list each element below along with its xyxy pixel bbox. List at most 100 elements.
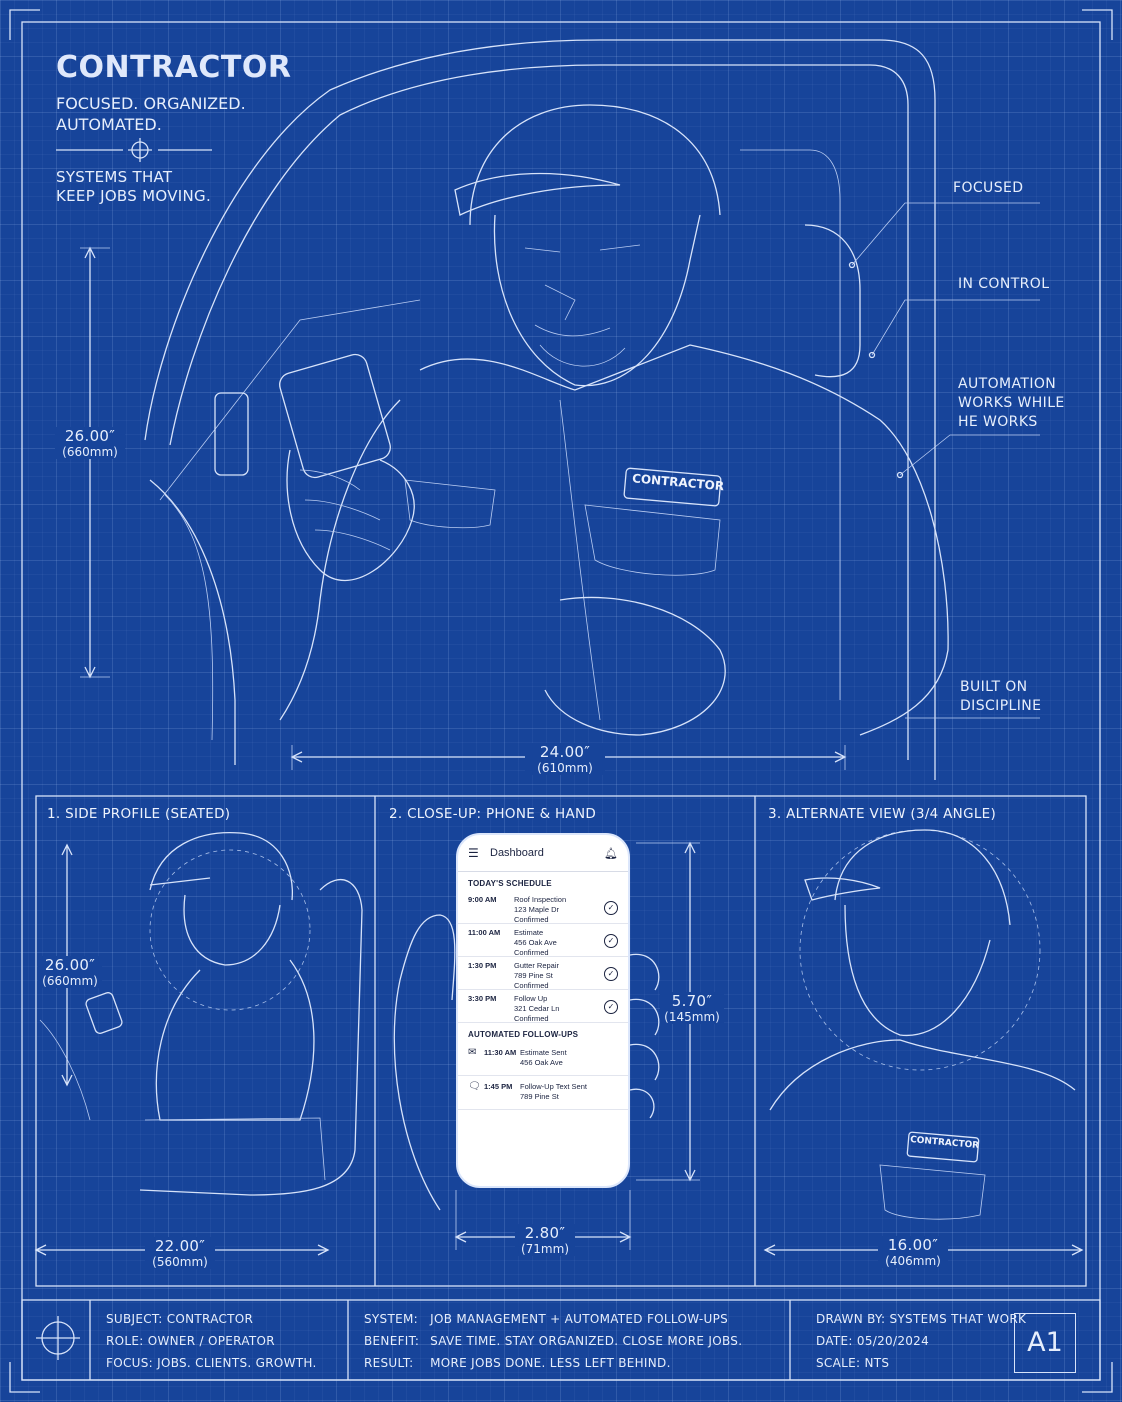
headrest — [804, 224, 861, 378]
check-icon: ✓ — [604, 934, 618, 948]
tagline-line-1: FOCUSED. ORGANIZED. — [56, 94, 246, 113]
date-label: DATE: — [816, 1334, 853, 1348]
callout-automation-3: HE WORKS — [958, 414, 1038, 430]
followup-item[interactable]: 🗨︎ 1:45 PM Follow-Up Text Sent 789 Pine … — [458, 1076, 628, 1110]
schedule-address: 321 Cedar Ln — [514, 1004, 560, 1013]
callout-discipline: BUILT ON DISCIPLINE — [960, 678, 1041, 716]
schedule-details: Follow Up 321 Cedar Ln Confirmed — [514, 994, 604, 1023]
page-title: CONTRACTOR — [56, 50, 292, 85]
schedule-job: Gutter Repair — [514, 961, 560, 970]
role-value: OWNER / OPERATOR — [147, 1334, 275, 1348]
callout-automation-1: AUTOMATION — [958, 376, 1057, 392]
phone-main — [279, 353, 391, 479]
followup-address: 789 Pine St — [520, 1092, 559, 1101]
schedule-item[interactable]: 3:30 PM Follow Up 321 Cedar Ln Confirmed… — [458, 990, 628, 1023]
followup-item[interactable]: ✉ 11:30 AM Estimate Sent 456 Oak Ave — [458, 1042, 628, 1076]
date-value: 05/20/2024 — [856, 1334, 930, 1348]
schedule-time: 9:00 AM — [468, 895, 497, 904]
drawn-label: DRAWN BY: — [816, 1312, 886, 1326]
followup-title: Estimate Sent — [520, 1048, 567, 1057]
benefit-value: SAVE TIME. STAY ORGANIZED. CLOSE MORE JO… — [430, 1334, 743, 1348]
side-body — [155, 959, 315, 1121]
schedule-details: Gutter Repair 789 Pine St Confirmed — [514, 961, 604, 990]
width-dimension: 24.00″ (610mm) — [525, 743, 605, 775]
system-value: JOB MANAGEMENT + AUTOMATED FOLLOW-UPS — [430, 1312, 729, 1326]
panel-2-width-value: 2.80″ — [524, 1224, 566, 1242]
role-label: ROLE: — [106, 1334, 144, 1348]
menu-icon[interactable]: ☰ — [468, 846, 479, 860]
schedule-status: Confirmed — [514, 948, 549, 957]
side-seat — [139, 878, 363, 1196]
steering-wheel — [149, 479, 236, 765]
schedule-time: 1:30 PM — [468, 961, 497, 970]
leader-automation — [899, 434, 1040, 476]
followup-time: 11:30 AM — [484, 1048, 517, 1057]
system-label: SYSTEM: — [364, 1312, 418, 1326]
schedule-status: Confirmed — [514, 981, 549, 990]
result-label: RESULT: — [364, 1356, 414, 1370]
chest-badge — [623, 467, 722, 507]
side-mirror — [214, 392, 249, 476]
footer-subject-block: SUBJECT: CONTRACTOR ROLE: OWNER / OPERAT… — [106, 1308, 317, 1374]
panel-3-title: 3. ALTERNATE VIEW (3/4 ANGLE) — [768, 806, 997, 822]
panel-2-width-mm: (71mm) — [520, 1242, 569, 1256]
tagline-line-2: AUTOMATED. — [56, 115, 162, 134]
cap-crown — [469, 104, 721, 226]
views-frame — [35, 795, 1087, 1287]
side-phone — [85, 992, 123, 1034]
result-value: MORE JOBS DONE. LESS LEFT BEHIND. — [430, 1356, 671, 1370]
schedule-item[interactable]: 11:00 AM Estimate 456 Oak Ave Confirmed … — [458, 924, 628, 957]
tagline: FOCUSED. ORGANIZED. AUTOMATED. — [56, 93, 276, 135]
panel-1-width-value: 22.00″ — [154, 1237, 206, 1255]
schedule-title: TODAY'S SCHEDULE — [468, 879, 552, 888]
subline: SYSTEMS THAT KEEP JOBS MOVING. — [56, 168, 276, 206]
check-icon: ✓ — [604, 967, 618, 981]
callout-automation-2: WORKS WHILE — [958, 395, 1065, 411]
schedule-item[interactable]: 1:30 PM Gutter Repair 789 Pine St Confir… — [458, 957, 628, 990]
footer-drawn-block: DRAWN BY: SYSTEMS THAT WORK DATE: 05/20/… — [816, 1308, 1026, 1374]
check-icon: ✓ — [604, 1000, 618, 1014]
phone-screen: ☰ Dashboard 🔔︎ TODAY'S SCHEDULE 9:00 AM … — [456, 833, 630, 1188]
bell-icon[interactable]: 🔔︎ — [604, 847, 618, 860]
panel-2-height-mm: (145mm) — [664, 1010, 720, 1024]
phone-header: ☰ Dashboard 🔔︎ — [458, 835, 628, 872]
schedule-address: 789 Pine St — [514, 971, 553, 980]
panel-3-width-value: 16.00″ — [887, 1236, 939, 1254]
panel-1-title: 1. SIDE PROFILE (SEATED) — [47, 806, 231, 822]
schedule-status: Confirmed — [514, 1014, 549, 1023]
benefit-label: BENEFIT: — [364, 1334, 420, 1348]
corner-marks — [9, 9, 1113, 1393]
schedule-job: Roof Inspection — [514, 895, 567, 904]
panel-2-height-dimension: 5.70″ (145mm) — [660, 992, 724, 1024]
scale-label: SCALE: — [816, 1356, 861, 1370]
focus-label: FOCUS: — [106, 1356, 153, 1370]
followup-title: Follow-Up Text Sent — [520, 1082, 587, 1091]
callout-automation: AUTOMATION WORKS WHILE HE WORKS — [958, 375, 1065, 432]
panel-3-width-dimension: 16.00″ (406mm) — [878, 1236, 948, 1268]
title-block — [21, 1299, 1101, 1381]
schedule-item[interactable]: 9:00 AM Roof Inspection 123 Maple Dr Con… — [458, 891, 628, 924]
envelope-icon: ✉ — [468, 1047, 477, 1058]
angle-shoulders — [769, 1039, 1076, 1111]
closeup-hand — [393, 914, 456, 1211]
height-dimension: 26.00″ (660mm) — [55, 427, 125, 459]
angle-face — [844, 904, 991, 1037]
followup-details: Follow-Up Text Sent 789 Pine St — [520, 1082, 587, 1103]
panel-2-width-dimension: 2.80″ (71mm) — [515, 1224, 575, 1256]
panel-3-width-mm: (406mm) — [885, 1254, 941, 1268]
shoulders — [419, 344, 949, 736]
callout-discipline-1: BUILT ON — [960, 679, 1028, 695]
chest-pocket — [584, 504, 721, 576]
angle-badge — [906, 1131, 980, 1163]
focus-value: JOBS. CLIENTS. GROWTH. — [157, 1356, 317, 1370]
subject-value: CONTRACTOR — [166, 1312, 254, 1326]
chat-bubble-icon: 🗨︎ — [468, 1081, 481, 1092]
callout-in-control: IN CONTROL — [958, 276, 1050, 292]
subject-label: SUBJECT: — [106, 1312, 163, 1326]
schedule-address: 123 Maple Dr — [514, 905, 560, 914]
panel-1-height-mm: (660mm) — [42, 974, 98, 988]
panel-2-title: 2. CLOSE-UP: PHONE & HAND — [389, 806, 597, 822]
schedule-time: 11:00 AM — [468, 928, 501, 937]
panel-1-width-dimension: 22.00″ (560mm) — [145, 1237, 215, 1269]
